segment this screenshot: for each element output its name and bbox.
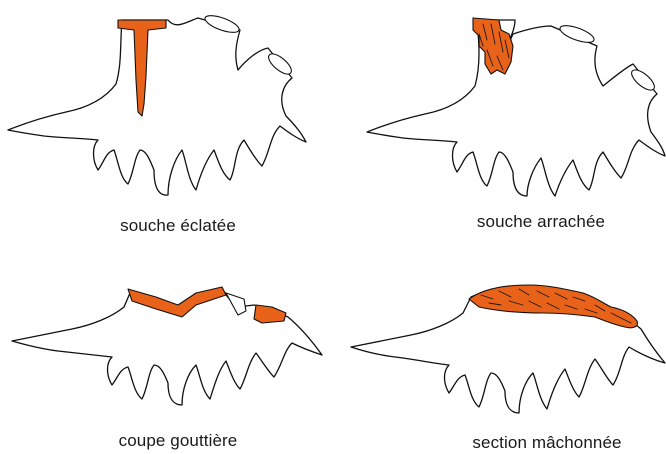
caption: section mâchonnée	[472, 433, 621, 453]
panel-section-machonnee: section mâchonnée	[333, 227, 666, 454]
gutter-cut-right	[254, 305, 286, 323]
caption: coupe gouttière	[119, 431, 238, 451]
panel-coupe-gouttiere: coupe gouttière	[0, 227, 333, 454]
stump-illustration-gutter-cut	[0, 227, 333, 454]
stump-illustration-torn	[333, 0, 666, 227]
stump-illustration-chewed	[333, 227, 666, 454]
stump-outline	[8, 18, 306, 195]
panel-souche-eclatee: souche éclatée	[0, 0, 333, 227]
stump-illustration-split	[0, 0, 333, 227]
panel-souche-arrachee: souche arrachée	[333, 0, 666, 227]
stump-outline	[367, 20, 665, 196]
